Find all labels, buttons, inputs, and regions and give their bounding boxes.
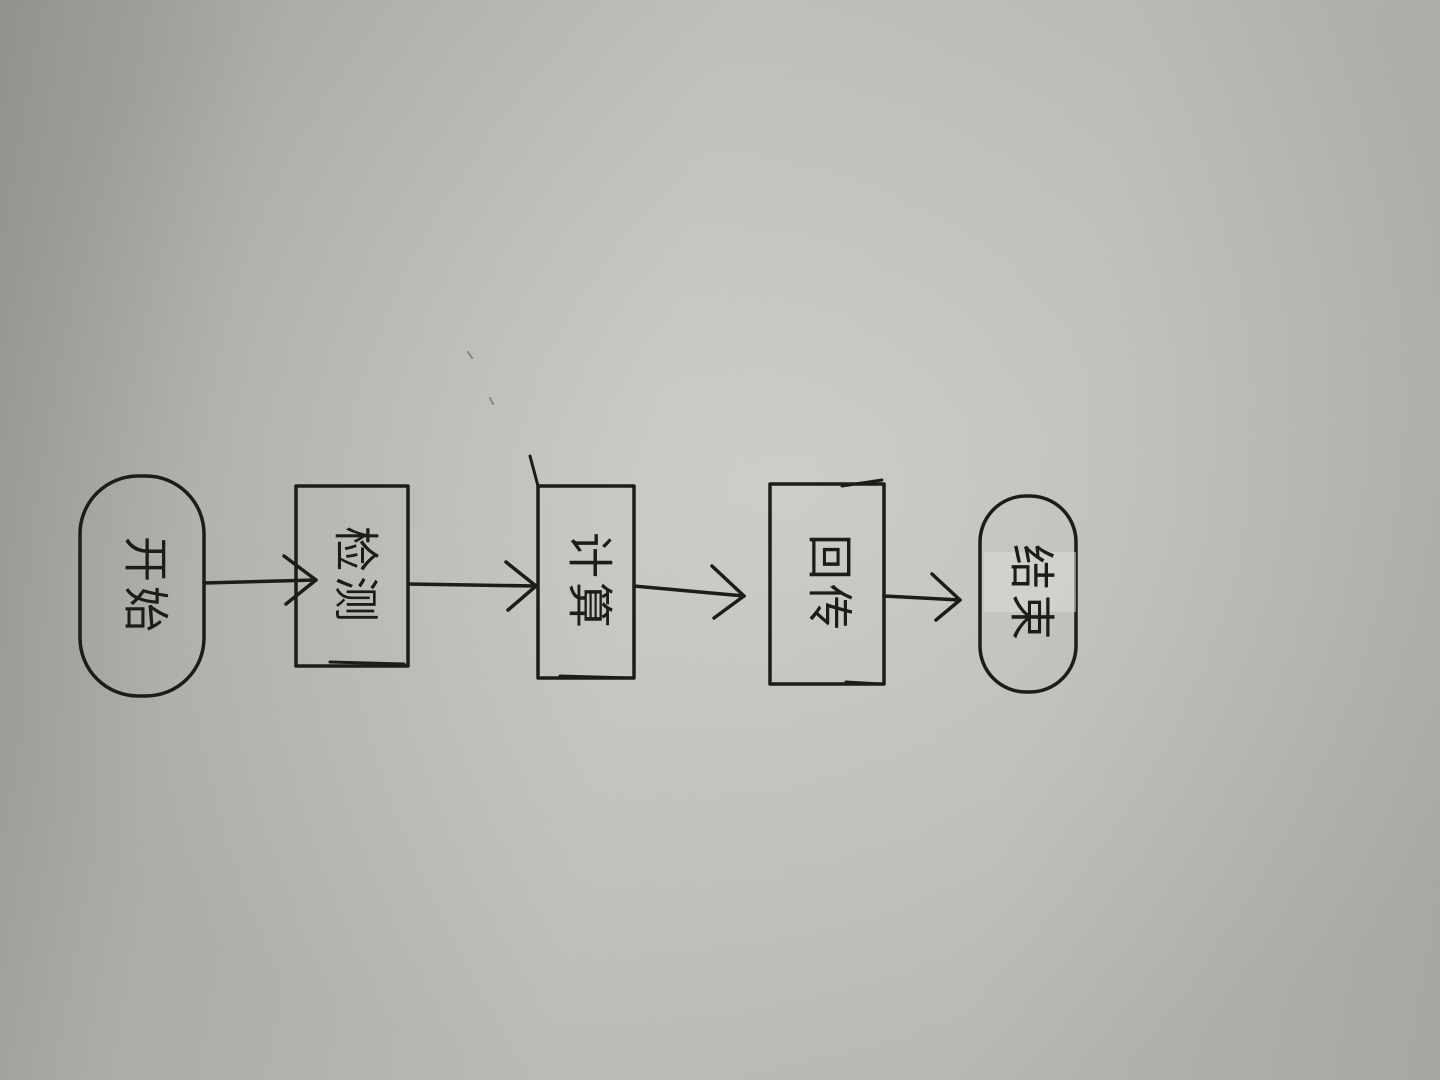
- node-start-label: 开始: [119, 536, 173, 636]
- edge-start-to-step1: [202, 554, 318, 606]
- node-step3: 回传: [768, 478, 886, 686]
- node-step1-label: 检测: [329, 526, 383, 626]
- node-end: 结束: [978, 494, 1078, 694]
- node-step1: 检测: [294, 484, 410, 668]
- tape-patch: [984, 552, 1076, 612]
- edge-step1-to-step2: [406, 560, 538, 612]
- node-end-label: 结束: [1005, 544, 1059, 644]
- node-step3-label: 回传: [803, 534, 857, 634]
- node-step2-label: 计算: [563, 532, 617, 632]
- node-step2: 计算: [528, 454, 636, 680]
- node-start: 开始: [78, 474, 206, 698]
- edge-step2-to-step3: [632, 564, 746, 620]
- edge-step3-to-end: [882, 572, 962, 622]
